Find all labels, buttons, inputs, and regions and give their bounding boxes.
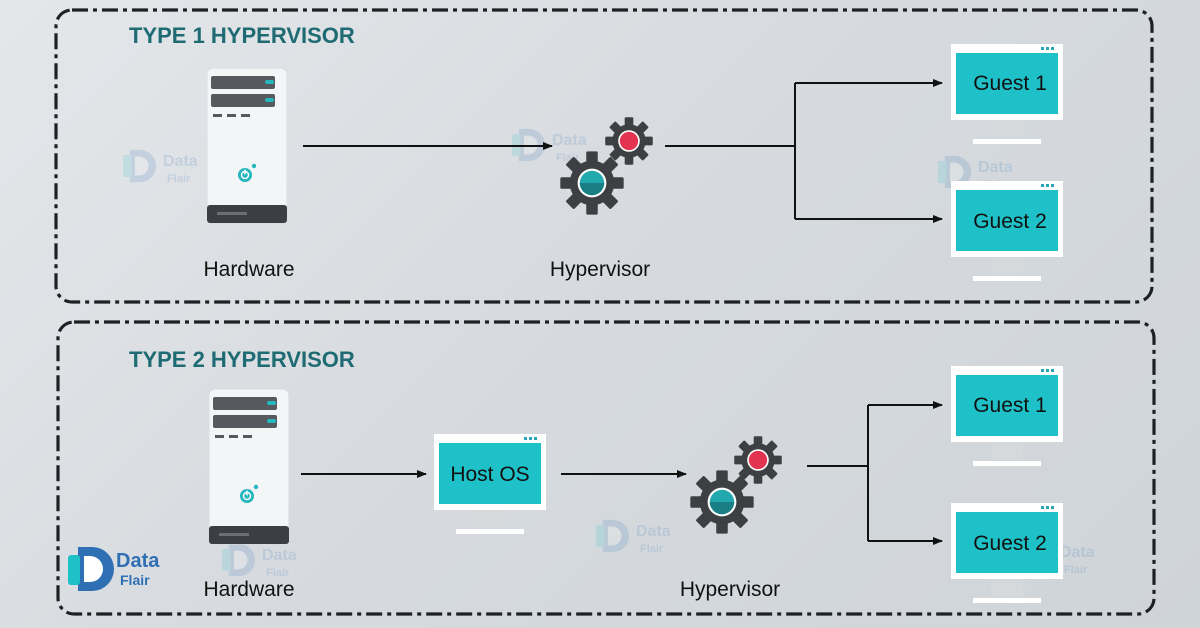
server-icon — [207, 68, 287, 224]
host-os-monitor: Host OS — [434, 434, 546, 534]
guest-2-label: Guest 2 — [973, 532, 1047, 555]
guest-2-monitor: Guest 2 — [951, 503, 1063, 603]
svg-text:Data: Data — [1060, 544, 1095, 561]
svg-text:Flair: Flair — [1064, 564, 1088, 576]
guest-1-monitor: Guest 1 — [951, 366, 1063, 466]
svg-text:Flair: Flair — [640, 543, 664, 555]
guest-2-monitor: Guest 2 — [951, 181, 1063, 281]
guest-1-monitor: Guest 1 — [951, 44, 1063, 144]
type2-title: TYPE 2 HYPERVISOR — [129, 347, 355, 372]
type1-hypervisor-label: Hypervisor — [550, 258, 650, 281]
guest-1-label: Guest 1 — [973, 394, 1047, 417]
watermarks: Data Flair Data Flair Data Flair Data Fl… — [123, 128, 1095, 579]
svg-text:Data: Data — [978, 159, 1013, 176]
type2-panel: TYPE 2 HYPERVISOR Hardware Host OS Hyper… — [56, 320, 1156, 616]
type2-hardware-label: Hardware — [203, 578, 294, 601]
guest-2-label: Guest 2 — [973, 210, 1047, 233]
svg-text:Data: Data — [552, 132, 587, 149]
svg-text:Data: Data — [262, 547, 297, 564]
type1-title: TYPE 1 HYPERVISOR — [129, 23, 355, 48]
gears-icon — [690, 436, 782, 534]
host-os-label: Host OS — [450, 463, 529, 486]
svg-text:Flair: Flair — [167, 173, 191, 185]
svg-text:Data: Data — [636, 523, 671, 540]
type1-panel: TYPE 1 HYPERVISOR Hardware Hypervisor Gu… — [54, 8, 1154, 304]
svg-text:Data: Data — [163, 153, 198, 170]
type1-panel-border — [54, 8, 1154, 304]
svg-text:Flair: Flair — [266, 567, 290, 579]
logo-line1: Data — [116, 550, 160, 572]
type2-panel-border — [56, 320, 1156, 616]
logo-line2: Flair — [120, 572, 150, 588]
guest-1-label: Guest 1 — [973, 72, 1047, 95]
type1-hardware-label: Hardware — [203, 258, 294, 281]
dataflair-logo-icon: Data Flair — [68, 547, 160, 591]
type2-hypervisor-label: Hypervisor — [680, 578, 780, 601]
server-icon — [209, 389, 289, 545]
